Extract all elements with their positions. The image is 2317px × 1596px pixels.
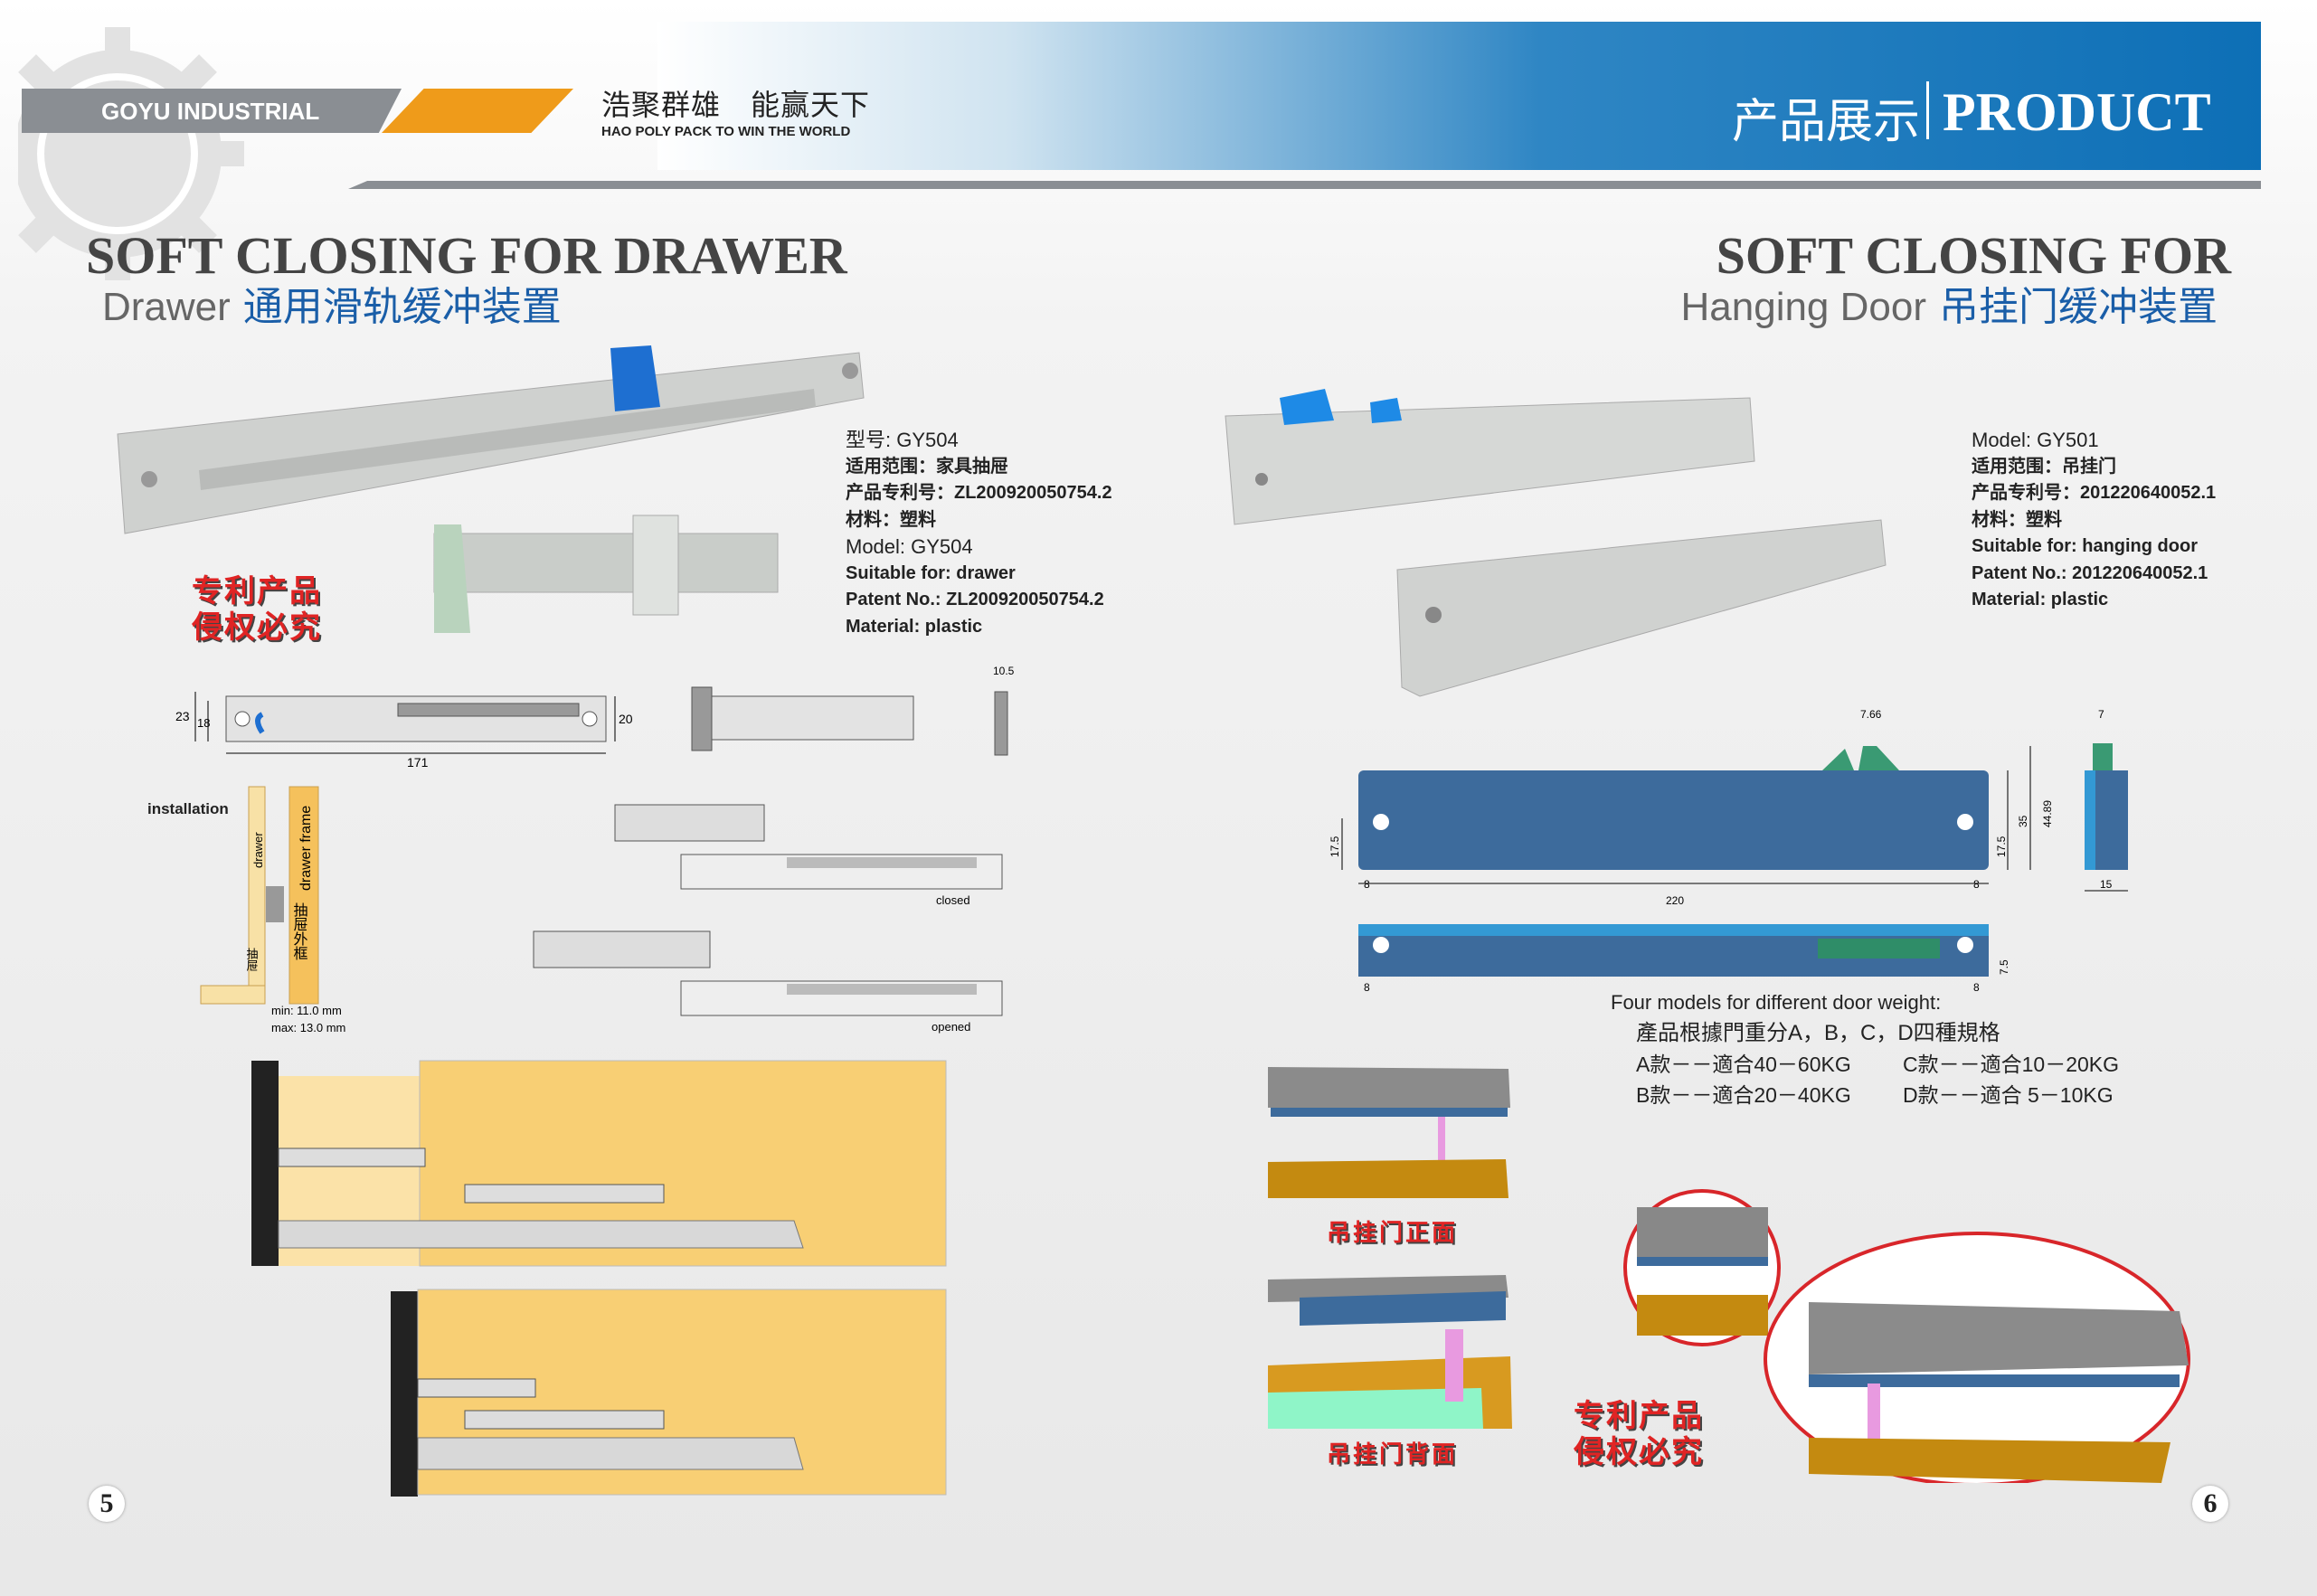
dim-8: 8 xyxy=(1364,981,1370,994)
model-b: B款－－適合20－40KG xyxy=(1636,1083,1851,1107)
dim-23: 23 xyxy=(175,709,190,723)
header-divider xyxy=(1926,81,1929,139)
dim-15: 15 xyxy=(2100,878,2113,891)
dim-10-5: 10.5 xyxy=(993,665,1015,677)
section-title-cn: 产品展示 xyxy=(1732,96,1921,148)
dim-7-66: 7.66 xyxy=(1860,708,1882,721)
spec-line: Patent No.: ZL200920050754.2 xyxy=(846,590,1104,609)
stamp-line: 专利产品 xyxy=(192,574,322,609)
model-a: A款－－適合40－60KG xyxy=(1636,1053,1851,1076)
brand-name: GOYU INDUSTRIAL xyxy=(101,98,320,125)
orange-accent xyxy=(382,89,573,133)
label-closed: closed xyxy=(936,893,970,907)
dim-17-5-right: 17.5 xyxy=(1995,836,2008,857)
hanging-door-product-photo xyxy=(1225,389,1887,697)
caption-back: 吊挂门背面 xyxy=(1327,1440,1459,1468)
brand-band xyxy=(22,89,402,133)
hanging-door-illustrations xyxy=(1268,1067,2190,1483)
dim-20: 20 xyxy=(619,712,633,726)
spec-line: 材料：塑料 xyxy=(1972,509,2062,530)
dim-7-5: 7.5 xyxy=(1998,959,2010,975)
right-subtitle-cn: 吊挂门缓冲装置 xyxy=(1939,285,2218,329)
drawer-product-photo xyxy=(117,345,865,633)
weight-models: Four models for different door weight: 產… xyxy=(1611,987,2170,1110)
dim-18: 18 xyxy=(197,716,210,730)
label-max-gap: max: 13.0 mm xyxy=(271,1021,345,1034)
spec-line: 适用范围：家具抽屉 xyxy=(846,456,1008,477)
spec-line: Material: plastic xyxy=(1972,590,2109,609)
page-number-left: 5 xyxy=(89,1486,125,1522)
right-subtitle: Hanging Door 吊挂门缓冲装置 xyxy=(1681,286,2218,329)
spec-line: Model: GY504 xyxy=(846,535,973,558)
spec-line: Suitable for: hanging door xyxy=(1972,536,2198,556)
label-drawer-frame: drawer frame xyxy=(298,806,314,891)
installation-label: installation xyxy=(147,800,229,817)
left-subtitle-cn: 通用滑轨缓冲装置 xyxy=(242,285,562,329)
slogan-en: HAO POLY PACK TO WIN THE WORLD xyxy=(601,124,851,139)
right-specs: Model: GY501 适用范围：吊挂门 产品专利号：201220640052… xyxy=(1972,427,2216,614)
spec-line: 材料：塑料 xyxy=(846,509,936,530)
spec-line: Suitable for: drawer xyxy=(846,562,1016,583)
stamp-line: 侵权必究 xyxy=(1574,1435,1704,1469)
spec-line: Patent No.: 201220640052.1 xyxy=(1972,562,2208,583)
caption-front: 吊挂门正面 xyxy=(1327,1219,1459,1246)
stamp-line: 专利产品 xyxy=(1574,1399,1704,1433)
dim-171: 171 xyxy=(407,755,429,770)
slogan-cn: 浩聚群雄 能赢天下 xyxy=(601,89,871,121)
right-title: SOFT CLOSING FOR xyxy=(1716,226,2231,285)
drawer-installation-illustrations xyxy=(251,1060,947,1497)
spec-line: 型号: GY504 xyxy=(846,429,959,451)
label-drawer-cn: 抽屉 xyxy=(245,948,259,971)
right-patent-stamp: 专利产品侵权必究 xyxy=(1574,1398,1704,1470)
section-title-en: PRODUCT xyxy=(1943,82,2211,142)
left-subtitle-en: Drawer xyxy=(102,285,231,329)
model-d: D款－－適合 5－10KG xyxy=(1903,1083,2114,1107)
dim-8: 8 xyxy=(1973,981,1980,994)
dim-7: 7 xyxy=(2098,708,2104,721)
right-subtitle-en: Hanging Door xyxy=(1680,285,1927,329)
left-title: SOFT CLOSING FOR DRAWER xyxy=(86,226,847,285)
spec-line: 适用范围：吊挂门 xyxy=(1972,456,2116,477)
spec-line: 产品专利号：201220640052.1 xyxy=(1972,483,2217,503)
header-banner xyxy=(657,22,2261,170)
left-patent-stamp: 专利产品侵权必究 xyxy=(192,573,322,646)
drawer-technical-drawing: 23 18 20 171 10.5 drawer drawer frame 抽屉… xyxy=(175,665,1015,1034)
label-frame-cn: 抽屉外框 xyxy=(291,902,308,960)
spec-line: Model: GY501 xyxy=(1972,429,2099,451)
header-rule xyxy=(348,181,2261,189)
models-intro-cn: 產品根據門重分A，B，C，D四種規格 xyxy=(1636,1021,2000,1045)
dim-44-89: 44.89 xyxy=(2041,800,2054,827)
label-drawer: drawer xyxy=(251,832,265,868)
label-min-gap: min: 11.0 mm xyxy=(271,1004,342,1017)
dim-35: 35 xyxy=(2017,815,2029,827)
dim-8: 8 xyxy=(1364,878,1370,891)
label-opened: opened xyxy=(932,1020,970,1034)
models-intro: Four models for different door weight: xyxy=(1611,991,1942,1014)
spec-line: Material: plastic xyxy=(846,616,983,637)
model-c: C款－－適合10－20KG xyxy=(1903,1053,2120,1076)
hanging-door-technical-drawing: 7.66 7 17.5 17.5 35 44.89 8 8 220 15 7.5… xyxy=(1329,708,2128,994)
dim-220: 220 xyxy=(1666,894,1684,907)
page-number-right: 6 xyxy=(2192,1486,2228,1522)
dim-17-5-left: 17.5 xyxy=(1329,836,1341,857)
stamp-line: 侵权必究 xyxy=(192,610,322,645)
left-specs: 型号: GY504 适用范围：家具抽屉 产品专利号：ZL200920050754… xyxy=(846,427,1112,640)
spec-line: 产品专利号：ZL200920050754.2 xyxy=(846,483,1112,503)
dim-8: 8 xyxy=(1973,878,1980,891)
